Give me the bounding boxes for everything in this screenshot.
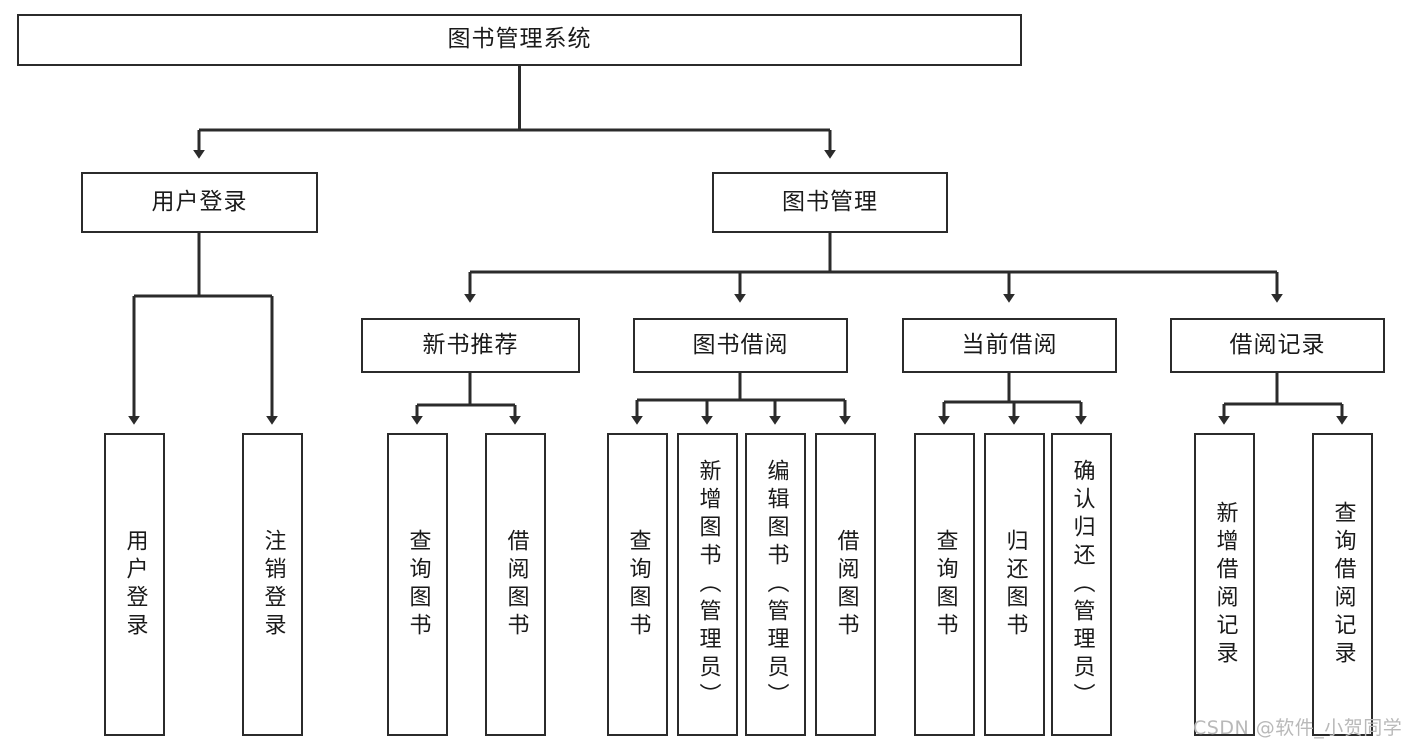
node-label: 借阅图书 — [833, 528, 859, 641]
node-user-login[interactable]: 用户登录 — [81, 172, 318, 233]
leaf-borrow-borrow-book[interactable]: 借阅图书 — [815, 433, 876, 736]
leaf-new-book-borrow-book[interactable]: 借阅图书 — [485, 433, 546, 736]
node-label: 注销登录 — [260, 528, 286, 641]
node-label: 查询图书 — [405, 528, 431, 641]
leaf-record-query-record[interactable]: 查询借阅记录 — [1312, 433, 1373, 736]
leaf-current-confirm-return-admin[interactable]: 确认归还（管理员） — [1051, 433, 1112, 736]
node-borrow-record[interactable]: 借阅记录 — [1170, 318, 1385, 373]
node-label: 查询图书 — [625, 528, 651, 641]
node-label: 用户登录 — [151, 188, 248, 215]
leaf-new-book-query-book[interactable]: 查询图书 — [387, 433, 448, 736]
node-label: 用户登录 — [122, 528, 148, 641]
leaf-borrow-add-book-admin[interactable]: 新增图书（管理员） — [677, 433, 738, 736]
node-label: 当前借阅 — [961, 331, 1058, 358]
node-label: 查询图书 — [932, 528, 958, 641]
leaf-user-login-login[interactable]: 用户登录 — [104, 433, 165, 736]
leaf-current-return-book[interactable]: 归还图书 — [984, 433, 1045, 736]
node-label: 借阅图书 — [503, 528, 529, 641]
node-label: 图书借阅 — [692, 331, 789, 358]
node-label: 确认归还（管理员） — [1069, 458, 1095, 711]
node-new-book-recommend[interactable]: 新书推荐 — [361, 318, 580, 373]
node-book-borrow[interactable]: 图书借阅 — [633, 318, 848, 373]
node-book-management[interactable]: 图书管理 — [712, 172, 948, 233]
node-label: 图书管理系统 — [447, 26, 592, 53]
node-label: 新增借阅记录 — [1212, 500, 1238, 669]
node-label: 图书管理 — [782, 188, 878, 215]
watermark: CSDN @软件_小贺同学 — [1193, 717, 1403, 739]
node-label: 新书推荐 — [422, 331, 519, 358]
leaf-user-login-logout[interactable]: 注销登录 — [242, 433, 303, 736]
leaf-record-add-record[interactable]: 新增借阅记录 — [1194, 433, 1255, 736]
node-label: 借阅记录 — [1229, 331, 1326, 358]
leaf-borrow-edit-book-admin[interactable]: 编辑图书（管理员） — [745, 433, 806, 736]
node-label: 编辑图书（管理员） — [763, 458, 789, 711]
node-current-borrow[interactable]: 当前借阅 — [902, 318, 1117, 373]
node-root-book-management-system[interactable]: 图书管理系统 — [17, 14, 1022, 66]
leaf-borrow-query-book[interactable]: 查询图书 — [607, 433, 668, 736]
node-label: 归还图书 — [1002, 528, 1028, 641]
node-label: 查询借阅记录 — [1330, 500, 1356, 669]
leaf-current-query-book[interactable]: 查询图书 — [914, 433, 975, 736]
node-label: 新增图书（管理员） — [695, 458, 721, 711]
